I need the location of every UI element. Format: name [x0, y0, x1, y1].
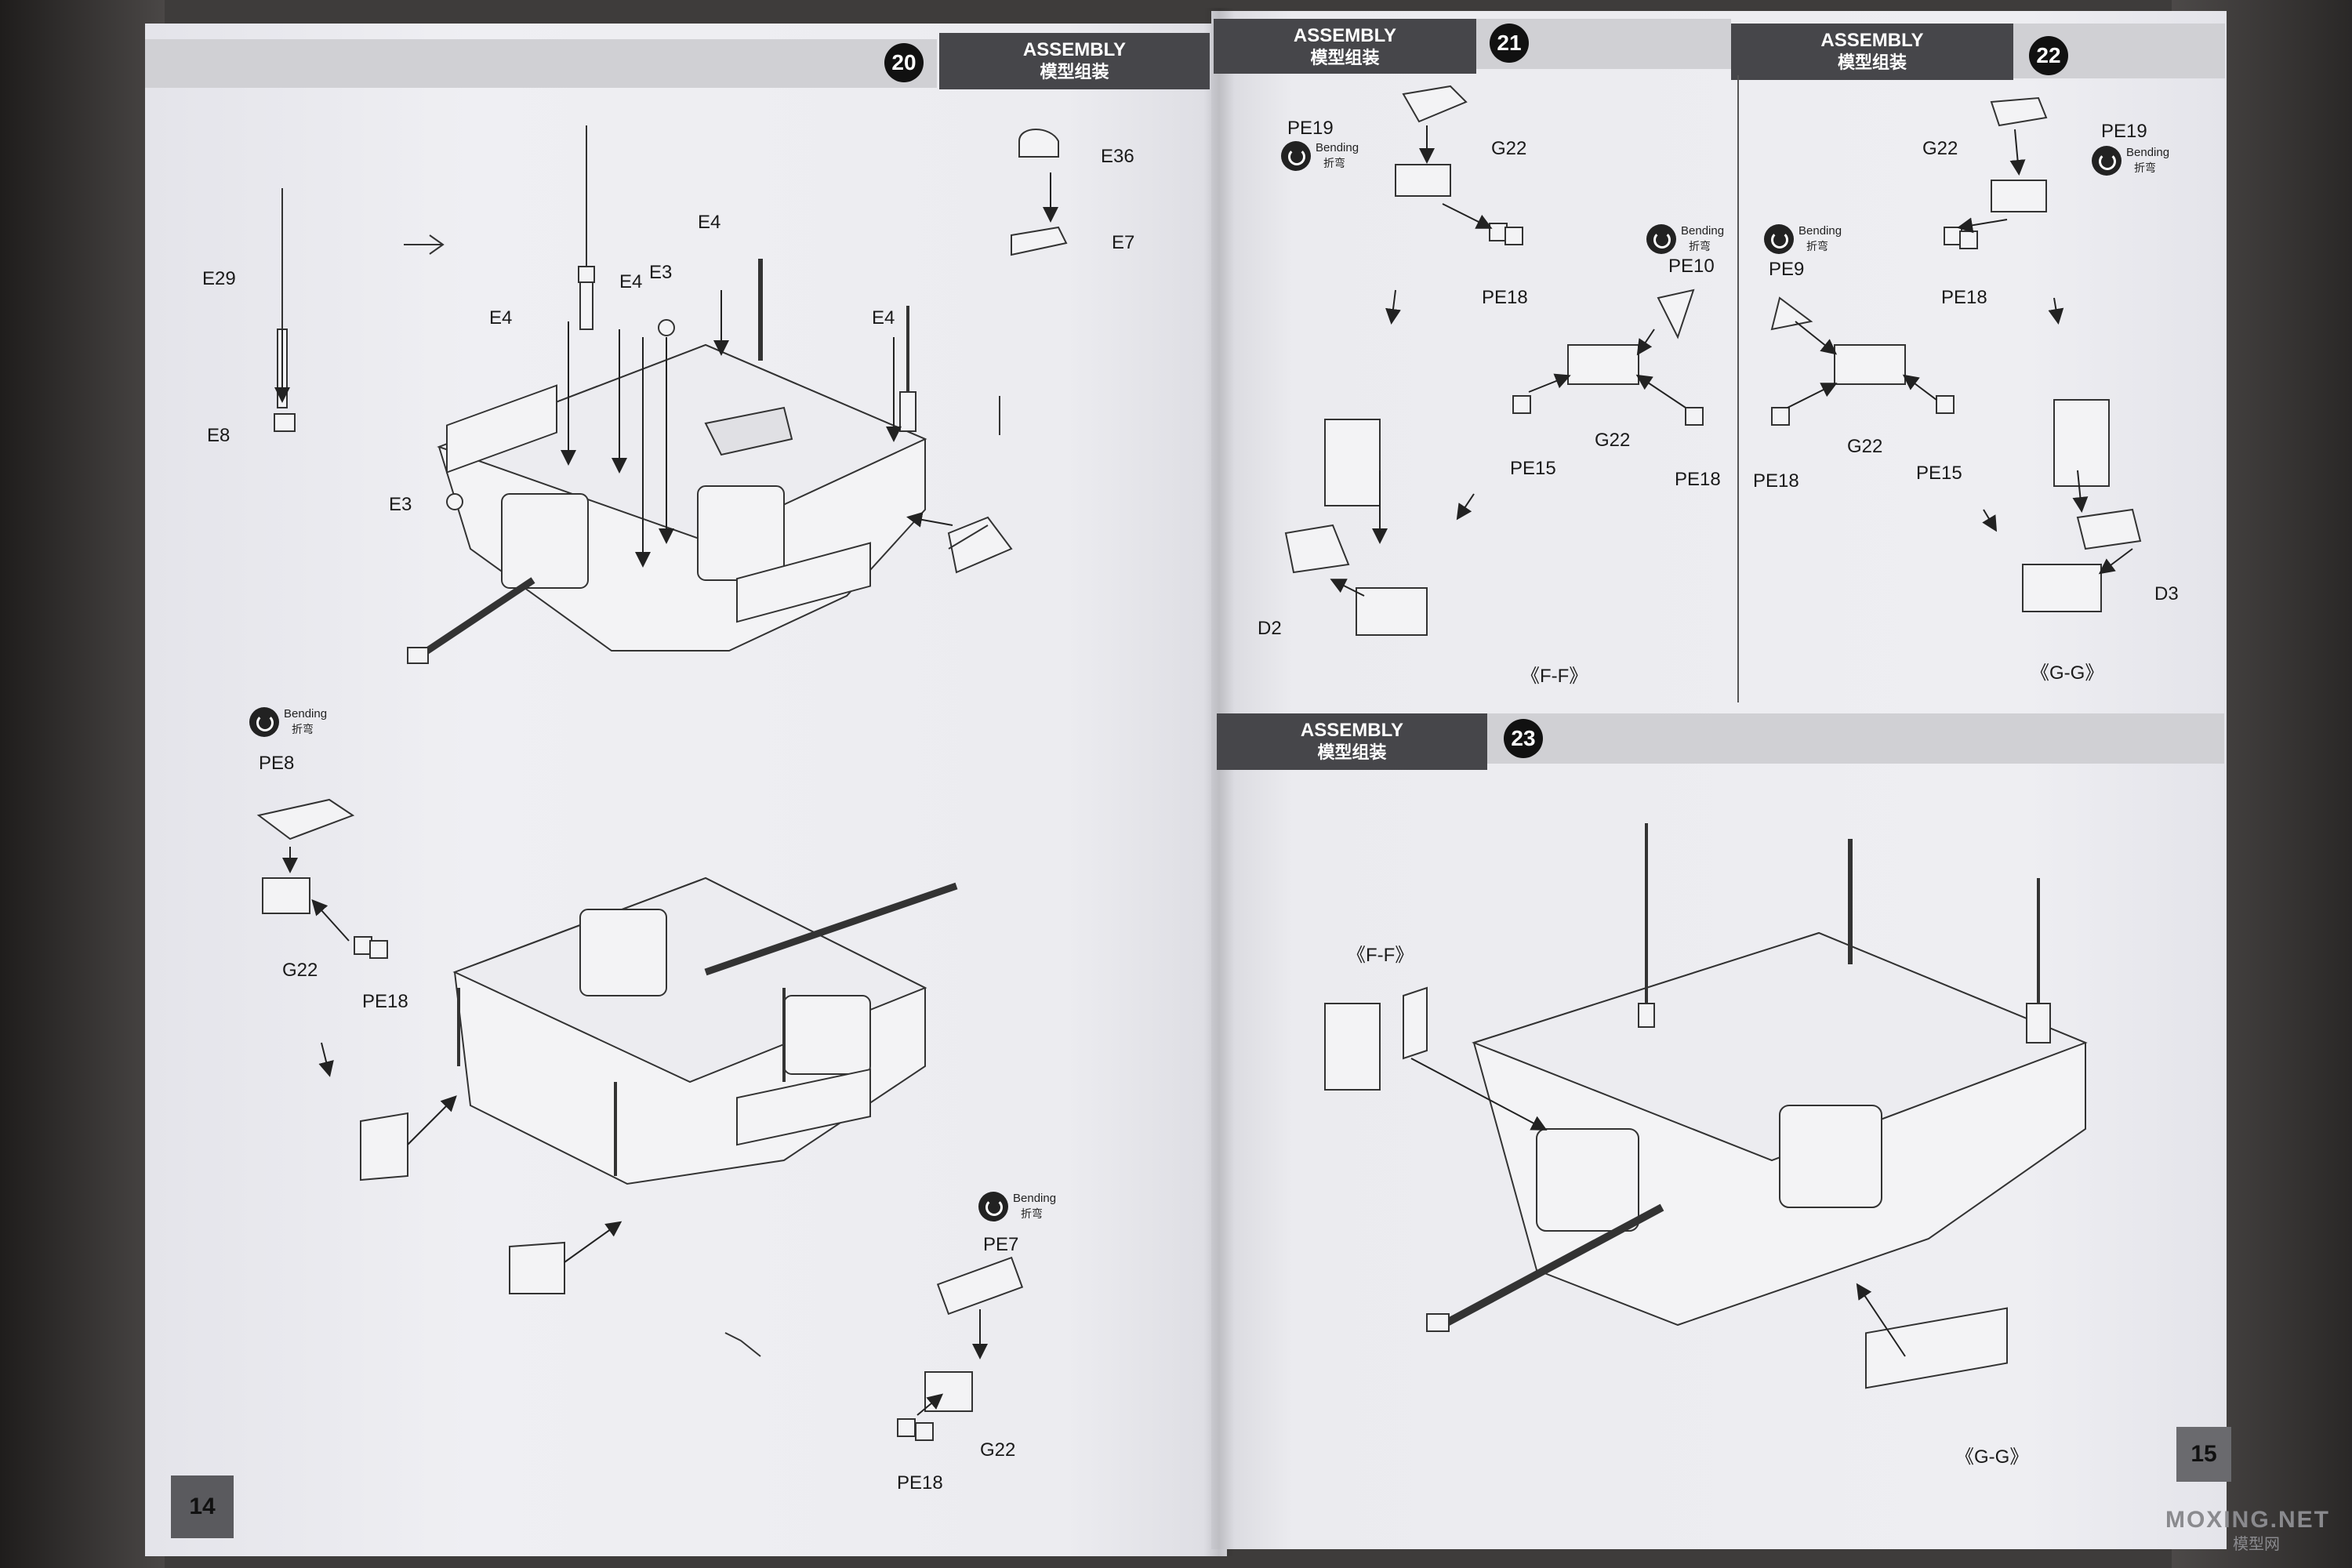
step23-title: ASSEMBLY	[1300, 720, 1404, 741]
part-label-pe18-b: PE18	[897, 1472, 943, 1494]
part-label-e4-left: E4	[489, 307, 513, 328]
part-label-e3-left: E3	[389, 494, 412, 515]
bending-label-cn: 折弯	[1021, 1207, 1043, 1220]
site-watermark: MOXING.NET	[2165, 1507, 2330, 1533]
part-label-g22: G22	[1847, 436, 1883, 457]
bending-label-cn: 折弯	[1806, 240, 1828, 252]
step22-assembly-title: ASSEMBLY 模型组装	[1731, 24, 2013, 80]
book-gutter	[1203, 8, 1235, 1556]
step20-assembly-title: ASSEMBLY 模型组装	[939, 33, 1210, 89]
bending-icon	[2092, 146, 2122, 176]
step23-subtitle: 模型组装	[1317, 742, 1387, 762]
bending-label-en: Bending	[2126, 146, 2170, 159]
step21-assembly-title: ASSEMBLY 模型组装	[1214, 19, 1476, 74]
part-label-g22: G22	[1491, 138, 1527, 159]
step20-header-band	[145, 39, 937, 88]
step23-assembly-title: ASSEMBLY 模型组装	[1217, 713, 1487, 770]
bending-icon	[978, 1192, 1008, 1221]
step23-turret-drawing	[1324, 823, 2088, 1389]
bending-label-en: Bending	[284, 707, 328, 720]
site-watermark-sub: 模型网	[2233, 1536, 2280, 1553]
view-label-gg: 《G-G》	[1955, 1446, 2029, 1468]
step20-turret-drawing	[274, 125, 1068, 664]
page-number-left: 14	[171, 1475, 234, 1538]
part-label-pe10: PE10	[1668, 256, 1715, 277]
part-label-pe7: PE7	[983, 1234, 1019, 1255]
step23-header-band	[1487, 713, 2224, 764]
bending-label-cn: 折弯	[1323, 157, 1345, 169]
part-label-e7: E7	[1112, 232, 1135, 253]
view-label-gg: 《G-G》	[2031, 662, 2104, 684]
step23-number-badge: 23	[1504, 719, 1543, 758]
step20-number-badge: 20	[884, 43, 924, 82]
part-label-pe15: PE15	[1510, 458, 1556, 479]
part-label-e36: E36	[1101, 146, 1134, 167]
bending-label-cn: 折弯	[1689, 240, 1711, 252]
bending-label-en: Bending	[1316, 141, 1359, 154]
part-label-pe18: PE18	[1675, 469, 1721, 490]
part-label-g22-b: G22	[980, 1439, 1016, 1461]
part-label-e8: E8	[207, 425, 230, 446]
bending-label-en: Bending	[1798, 224, 1842, 238]
step22-subtitle: 模型组装	[1837, 53, 1907, 72]
desk-background-left	[0, 0, 165, 1568]
part-label-pe15: PE15	[1916, 463, 1962, 484]
bending-icon	[1281, 141, 1311, 171]
part-label-g22-a: G22	[282, 960, 318, 981]
part-label-g22: G22	[1922, 138, 1958, 159]
bending-icon	[249, 707, 279, 737]
part-label-pe19: PE19	[2101, 121, 2147, 142]
part-label-e29: E29	[202, 268, 236, 289]
step21-parts-drawing	[1284, 85, 1704, 636]
part-label-e4-top: E4	[698, 212, 721, 233]
bending-label-cn: 折弯	[292, 723, 314, 735]
bending-icon	[1764, 224, 1794, 254]
part-label-pe18: PE18	[1941, 287, 1987, 308]
instruction-page-left	[145, 24, 1227, 1556]
part-label-pe8: PE8	[259, 753, 295, 774]
step21-22-divider	[1737, 75, 1739, 702]
part-label-pe9: PE9	[1769, 259, 1805, 280]
view-label-ff: 《F-F》	[1521, 666, 1588, 687]
part-label-g22: G22	[1595, 430, 1631, 451]
part-label-pe18: PE18	[1753, 470, 1799, 492]
step20-title: ASSEMBLY	[1022, 39, 1127, 60]
step20-rear-view-turret	[256, 798, 1024, 1441]
part-label-pe18-a: PE18	[362, 991, 408, 1012]
bending-label-cn: 折弯	[2134, 162, 2156, 174]
part-label-pe19: PE19	[1287, 118, 1334, 139]
page-number-right: 15	[2176, 1427, 2231, 1482]
step22-number-badge: 22	[2029, 36, 2068, 75]
part-label-e4-right: E4	[872, 307, 895, 328]
step21-number-badge: 21	[1490, 24, 1529, 63]
part-label-d3: D3	[2154, 583, 2179, 604]
bending-icon	[1646, 224, 1676, 254]
step22-parts-drawing	[1770, 96, 2142, 612]
step21-subtitle: 模型组装	[1310, 48, 1380, 67]
part-label-d2: D2	[1258, 618, 1282, 639]
step21-title: ASSEMBLY	[1293, 25, 1397, 46]
part-label-pe18: PE18	[1482, 287, 1528, 308]
bending-label-en: Bending	[1681, 224, 1725, 238]
step22-title: ASSEMBLY	[1820, 30, 1924, 51]
part-label-e4-mid: E4	[619, 271, 643, 292]
part-label-e3-top: E3	[649, 262, 673, 283]
bending-label-en: Bending	[1013, 1192, 1057, 1205]
view-label-ff: 《F-F》	[1347, 945, 1414, 966]
step20-subtitle: 模型组装	[1040, 62, 1109, 82]
